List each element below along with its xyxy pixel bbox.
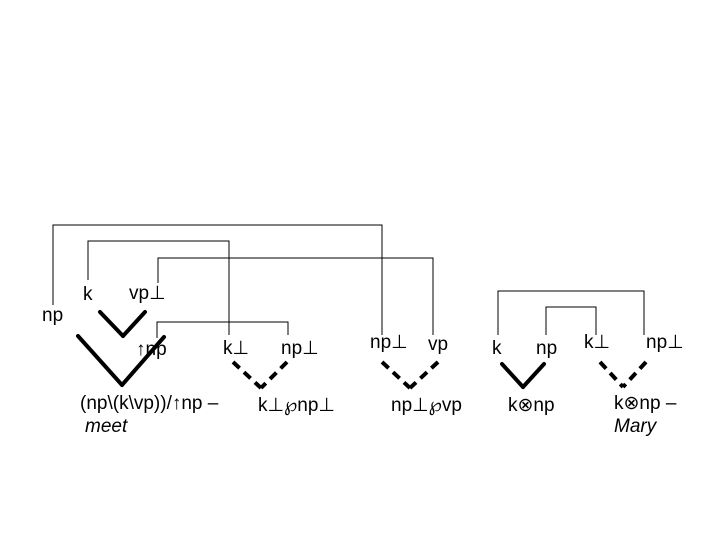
- node-label: np⊥: [646, 332, 684, 353]
- tree-edge: [120, 335, 166, 387]
- axiom-link-up-np: [156, 321, 289, 338]
- lexical-item: Mary: [614, 416, 657, 437]
- node-label: ↑np: [136, 339, 167, 360]
- node-label: vp: [428, 334, 449, 355]
- node-label: k⊗np: [508, 395, 555, 416]
- node-label: (np\(k\vp))/↑np –: [80, 393, 219, 414]
- node-label: k⊥: [223, 338, 250, 359]
- par-edge: [231, 360, 263, 390]
- tree-edge: [500, 362, 525, 389]
- axiom-link-np-mary: [545, 306, 597, 335]
- par-edge: [259, 360, 289, 390]
- node-label: k: [83, 284, 93, 305]
- par-edge: [621, 360, 648, 389]
- node-label: vp⊥: [129, 283, 166, 304]
- lexical-item: meet: [85, 416, 128, 437]
- par-edge: [598, 360, 625, 389]
- axiom-link-vp: [157, 257, 434, 335]
- node-label: np: [42, 305, 64, 326]
- node-label: np⊥: [370, 332, 408, 353]
- node-label: np: [536, 338, 558, 359]
- node-label: k⊗np –: [614, 393, 677, 414]
- node-label: np⊥: [281, 338, 319, 359]
- tree-edge: [76, 334, 124, 387]
- axiom-link-k: [87, 240, 230, 335]
- tree-edge: [98, 310, 125, 338]
- node-label: np⊥℘vp: [391, 395, 462, 416]
- node-label: k⊥℘np⊥: [258, 395, 335, 416]
- tree-edge: [121, 310, 147, 338]
- par-edge: [380, 360, 412, 390]
- node-label: k: [492, 338, 502, 359]
- axiom-link-k-mary: [497, 290, 645, 335]
- node-label: k⊥: [584, 332, 611, 353]
- axiom-link-np: [52, 224, 383, 335]
- tree-edge: [521, 362, 546, 389]
- par-edge: [408, 360, 440, 390]
